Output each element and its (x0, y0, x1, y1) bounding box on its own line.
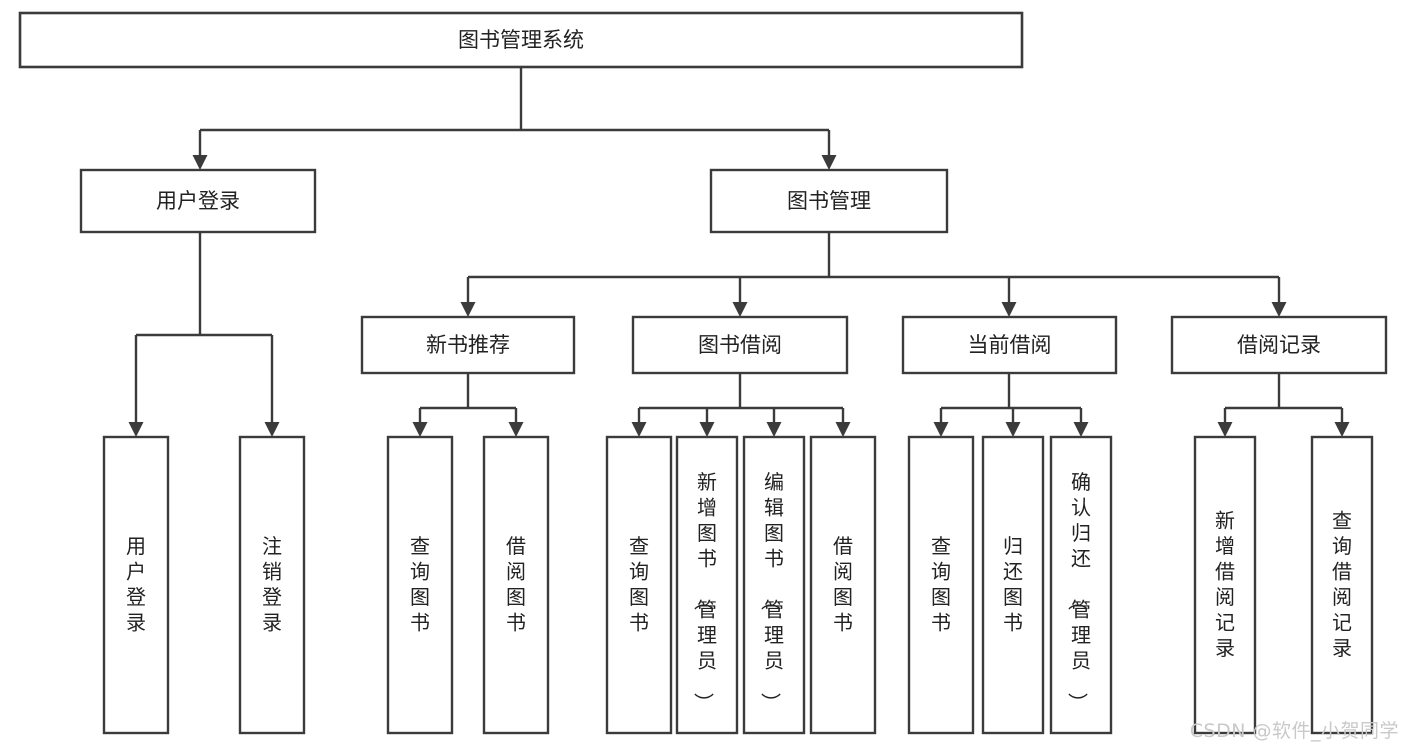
node-label: 新增图书（管理员） (692, 470, 717, 713)
node-box[interactable] (102, 435, 170, 735)
node-box[interactable] (1170, 315, 1388, 375)
node-current-borrow[interactable]: 当前借阅 (901, 315, 1118, 375)
node-box[interactable] (981, 435, 1045, 735)
node-label: 图书管理 (787, 189, 871, 213)
node-leaf-logout[interactable]: 注销登录 (238, 435, 306, 735)
node-box[interactable] (238, 435, 306, 735)
node-box[interactable] (1310, 435, 1374, 735)
node-leaf-query-book-1[interactable]: 查询图书 (386, 435, 454, 735)
node-label: 图书借阅 (698, 333, 782, 357)
node-leaf-borrow-book-2[interactable]: 借阅图书 (809, 435, 877, 735)
node-label: 新书推荐 (426, 333, 510, 357)
node-leaf-confirm-return[interactable]: 确认归还（管理员） (1049, 435, 1113, 735)
node-leaf-add-record[interactable]: 新增借阅记录 (1193, 435, 1257, 735)
node-label: 新增借阅记录 (1215, 508, 1235, 660)
connector-arrowhead (766, 422, 782, 437)
connector-arrowhead (631, 422, 647, 437)
node-label: 借阅图书 (506, 533, 526, 634)
connector-arrowhead (1334, 422, 1350, 437)
csdn-watermark: CSDN @软件_小贺同学 (1189, 720, 1399, 742)
node-label: 确认归还（管理员） (1066, 470, 1091, 713)
connector-arrowhead (128, 422, 144, 437)
node-leaf-edit-book[interactable]: 编辑图书（管理员） (742, 435, 806, 735)
connector-arrowhead (508, 422, 524, 437)
node-borrow-record[interactable]: 借阅记录 (1170, 315, 1388, 375)
node-leaf-query-book-3[interactable]: 查询图书 (907, 435, 975, 735)
node-new-book-recommend[interactable]: 新书推荐 (360, 315, 576, 375)
node-label: 借阅记录 (1237, 333, 1321, 357)
node-box[interactable] (482, 435, 550, 735)
node-box[interactable] (809, 435, 877, 735)
node-box[interactable] (1049, 435, 1113, 735)
node-leaf-return-book[interactable]: 归还图书 (981, 435, 1045, 735)
node-label: 归还图书 (1003, 533, 1023, 634)
node-box[interactable] (79, 168, 317, 234)
node-leaf-borrow-book-1[interactable]: 借阅图书 (482, 435, 550, 735)
connector-arrowhead (1073, 422, 1089, 437)
connector-arrowhead (699, 422, 715, 437)
node-box[interactable] (386, 435, 454, 735)
node-leaf-query-book-2[interactable]: 查询图书 (605, 435, 673, 735)
connector-arrowhead (1001, 302, 1017, 317)
node-box[interactable] (1193, 435, 1257, 735)
connector-arrowhead (821, 155, 837, 170)
node-book-borrow[interactable]: 图书借阅 (631, 315, 849, 375)
node-box[interactable] (631, 315, 849, 375)
connectors-layer (128, 67, 1350, 437)
node-leaf-user-login[interactable]: 用户登录 (102, 435, 170, 735)
node-book-manage[interactable]: 图书管理 (709, 168, 949, 234)
connector-arrowhead (835, 422, 851, 437)
node-label: 查询借阅记录 (1332, 508, 1352, 660)
node-leaf-query-record[interactable]: 查询借阅记录 (1310, 435, 1374, 735)
connector-arrowhead (460, 302, 476, 317)
node-label: 用户登录 (156, 189, 240, 213)
connector-arrowhead (1271, 302, 1287, 317)
node-box[interactable] (907, 435, 975, 735)
connector-arrowhead (933, 422, 949, 437)
node-label: 图书管理系统 (458, 28, 584, 52)
node-label: 查询图书 (410, 533, 430, 634)
node-box[interactable] (709, 168, 949, 234)
node-leaf-add-book[interactable]: 新增图书（管理员） (675, 435, 739, 735)
node-user-login[interactable]: 用户登录 (79, 168, 317, 234)
node-label: 当前借阅 (968, 333, 1052, 357)
node-box[interactable] (605, 435, 673, 735)
node-label: 查询图书 (931, 533, 951, 634)
node-box[interactable] (675, 435, 739, 735)
node-label: 用户登录 (126, 533, 146, 634)
node-label: 借阅图书 (833, 533, 853, 634)
node-box[interactable] (901, 315, 1118, 375)
connector-arrowhead (1217, 422, 1233, 437)
node-label: 编辑图书（管理员） (759, 470, 784, 713)
node-label: 注销登录 (262, 533, 282, 634)
node-box[interactable] (742, 435, 806, 735)
connector-arrowhead (732, 302, 748, 317)
node-label: 查询图书 (629, 533, 649, 634)
connector-arrowhead (192, 155, 208, 170)
connector-arrowhead (264, 422, 280, 437)
node-box[interactable] (18, 11, 1024, 69)
node-box[interactable] (360, 315, 576, 375)
nodes-layer: 图书管理系统用户登录图书管理新书推荐图书借阅当前借阅借阅记录用户登录注销登录查询… (18, 11, 1388, 735)
connector-arrowhead (412, 422, 428, 437)
connector-arrowhead (1005, 422, 1021, 437)
node-root[interactable]: 图书管理系统 (18, 11, 1024, 69)
